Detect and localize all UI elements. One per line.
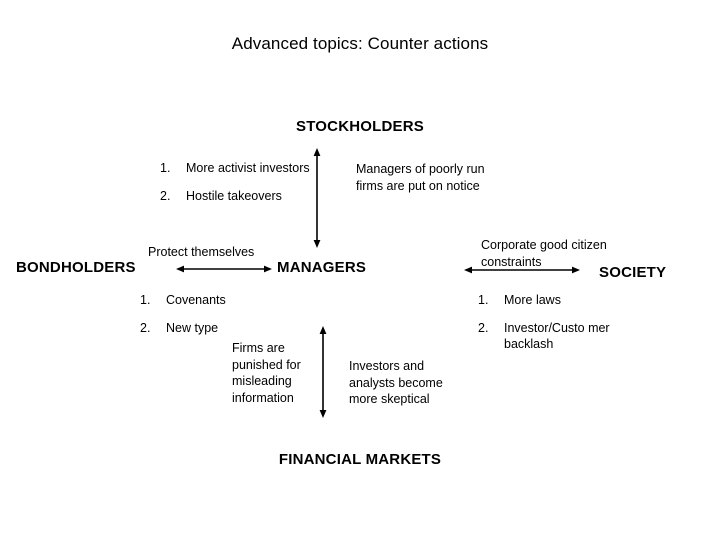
list-item-label: More activist investors [186,161,310,175]
node-label-society: SOCIETY [599,264,667,281]
list-item: 1. More laws [478,292,618,309]
arrow-stockholders-managers [312,148,322,253]
list-item: 2. Investor/Custo mer backlash [478,320,618,353]
list-item: 1. Covenants [140,292,290,309]
list-item: 2. New type [140,320,290,337]
page-title: Advanced topics: Counter actions [231,34,489,53]
list-item: 1. More activist investors [160,160,310,177]
note-corporate-citizen-constraints: Corporate good citizen constraints [481,238,607,269]
arrow-bondholders-managers [176,261,272,279]
list-item-label: Investor/Custo mer backlash [504,320,610,352]
list-item-number: 2. [140,320,151,335]
list-stockholders: 1. More activist investors 2. Hostile ta… [160,160,310,215]
note-protect-themselves: Protect themselves [148,245,255,259]
list-item-number: 2. [160,188,171,203]
list-society: 1. More laws 2. Investor/Custo mer backl… [478,292,618,364]
list-item: 2. Hostile takeovers [160,188,310,205]
node-label-bondholders: BONDHOLDERS [16,259,136,276]
list-item-number: 2. [478,320,489,335]
list-bondholders: 1. Covenants 2. New type [140,292,290,347]
list-item-label: More laws [504,293,561,307]
list-item-number: 1. [478,293,489,307]
node-label-financial-markets: FINANCIAL MARKETS [278,451,442,468]
note-managers-put-on-notice: Managers of poorly run firms are put on … [356,162,485,193]
note-firms-punished: Firms are punished for misleading inform… [232,341,301,405]
node-label-stockholders: STOCKHOLDERS [296,118,424,135]
list-item-label: Covenants [166,293,226,307]
list-item-label: New type [166,320,219,335]
list-item-label: Hostile takeovers [186,188,282,203]
node-label-managers: MANAGERS [277,259,367,276]
list-item-number: 1. [160,161,171,175]
arrow-managers-financial-markets [318,326,328,423]
list-item-number: 1. [140,293,151,307]
note-investors-skeptical: Investors and analysts become more skept… [349,359,443,406]
